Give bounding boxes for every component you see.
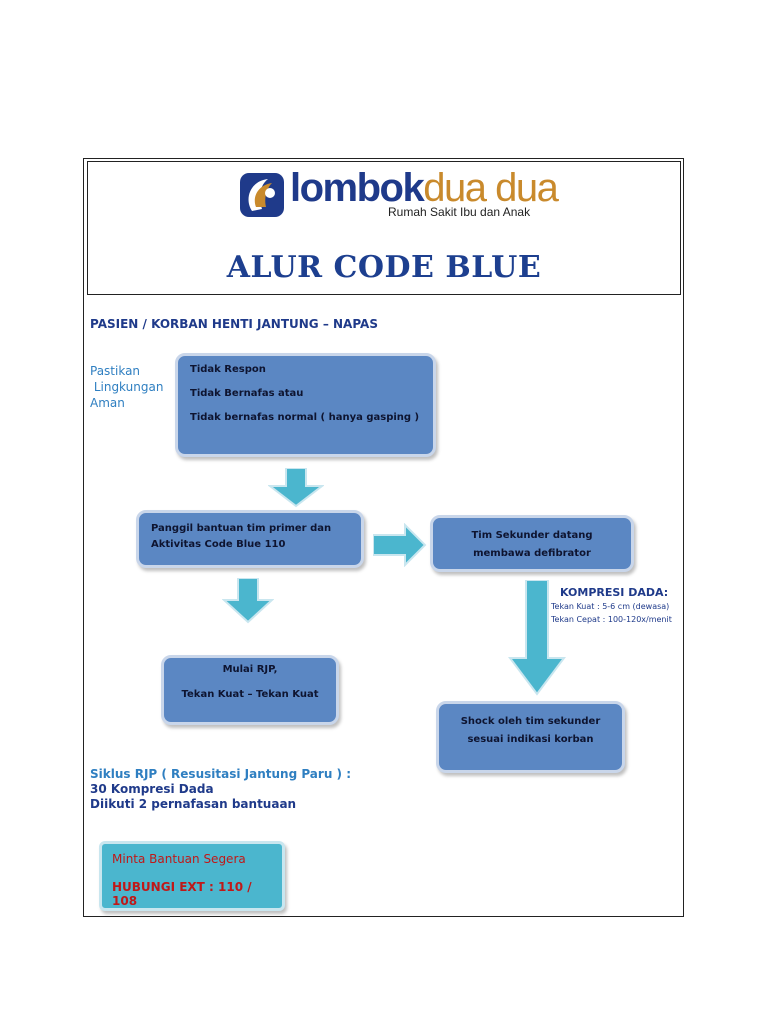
right-arrow (373, 523, 427, 567)
safety-note-line: Pastikan (90, 364, 141, 378)
safety-note-line: Lingkungan (90, 380, 164, 394)
down-arrow-3 (508, 580, 566, 696)
emergency-call-extension: HUBUNGI EXT : 110 / 108 (112, 880, 252, 908)
assess-line: Tidak bernafas normal ( hanya gasping ) (190, 412, 420, 423)
safety-note: Pastikan Lingkungan Aman (90, 363, 175, 411)
call-help-node: Panggil bantuan tim primer dan Aktivitas… (136, 510, 364, 568)
assess-line: Tidak Respon (190, 364, 266, 375)
flow-heading: PASIEN / KORBAN HENTI JANTUNG – NAPAS (90, 317, 378, 331)
logo-icon (240, 173, 284, 217)
secondary-team-line: Tim Sekunder datang (471, 530, 593, 541)
logo-wordmark: lombokdua dua (290, 166, 559, 210)
rjp-cycle-note: Siklus RJP ( Resusitasi Jantung Paru ) :… (90, 767, 351, 812)
call-help-line: Aktivitas Code Blue 110 (151, 539, 286, 550)
kompresi-line: Tekan Cepat : 100-120x/menit (551, 615, 672, 624)
down-arrow-1 (268, 468, 324, 508)
rjp-line: Tekan Kuat – Tekan Kuat (181, 689, 319, 700)
assess-node: Tidak Respon Tidak Bernafas atau Tidak b… (175, 353, 436, 457)
down-arrow-2 (222, 578, 274, 624)
assess-line: Tidak Bernafas atau (190, 388, 304, 399)
rjp-line: Mulai RJP, (222, 664, 278, 675)
kompresi-line: Tekan Kuat : 5-6 cm (dewasa) (551, 602, 670, 611)
shock-node: Shock oleh tim sekunder sesuai indikasi … (436, 701, 625, 773)
shock-line: Shock oleh tim sekunder (460, 716, 601, 727)
rjp-cycle-line: Siklus RJP ( Resusitasi Jantung Paru ) : (90, 767, 352, 781)
call-help-line: Panggil bantuan tim primer dan (151, 523, 332, 534)
header-box (87, 161, 681, 295)
safety-note-line: Aman (90, 396, 125, 410)
kompresi-title: KOMPRESI DADA: (560, 586, 669, 599)
page-title: ALUR CODE BLUE (226, 250, 542, 285)
secondary-team-node: Tim Sekunder datang membawa defibrator (430, 515, 634, 572)
rjp-cycle-line: 30 Kompresi Dada (90, 782, 214, 796)
logo-subtitle: Rumah Sakit Ibu dan Anak (388, 205, 531, 219)
rjp-node: Mulai RJP, Tekan Kuat – Tekan Kuat (161, 655, 339, 725)
emergency-call-line: Minta Bantuan Segera (112, 852, 246, 866)
emergency-call-box: Minta Bantuan Segera HUBUNGI EXT : 110 /… (99, 841, 285, 911)
shock-line: sesuai indikasi korban (467, 734, 594, 745)
secondary-team-line: membawa defibrator (473, 548, 591, 559)
rjp-cycle-line: Diikuti 2 pernafasan bantuaan (90, 797, 297, 811)
